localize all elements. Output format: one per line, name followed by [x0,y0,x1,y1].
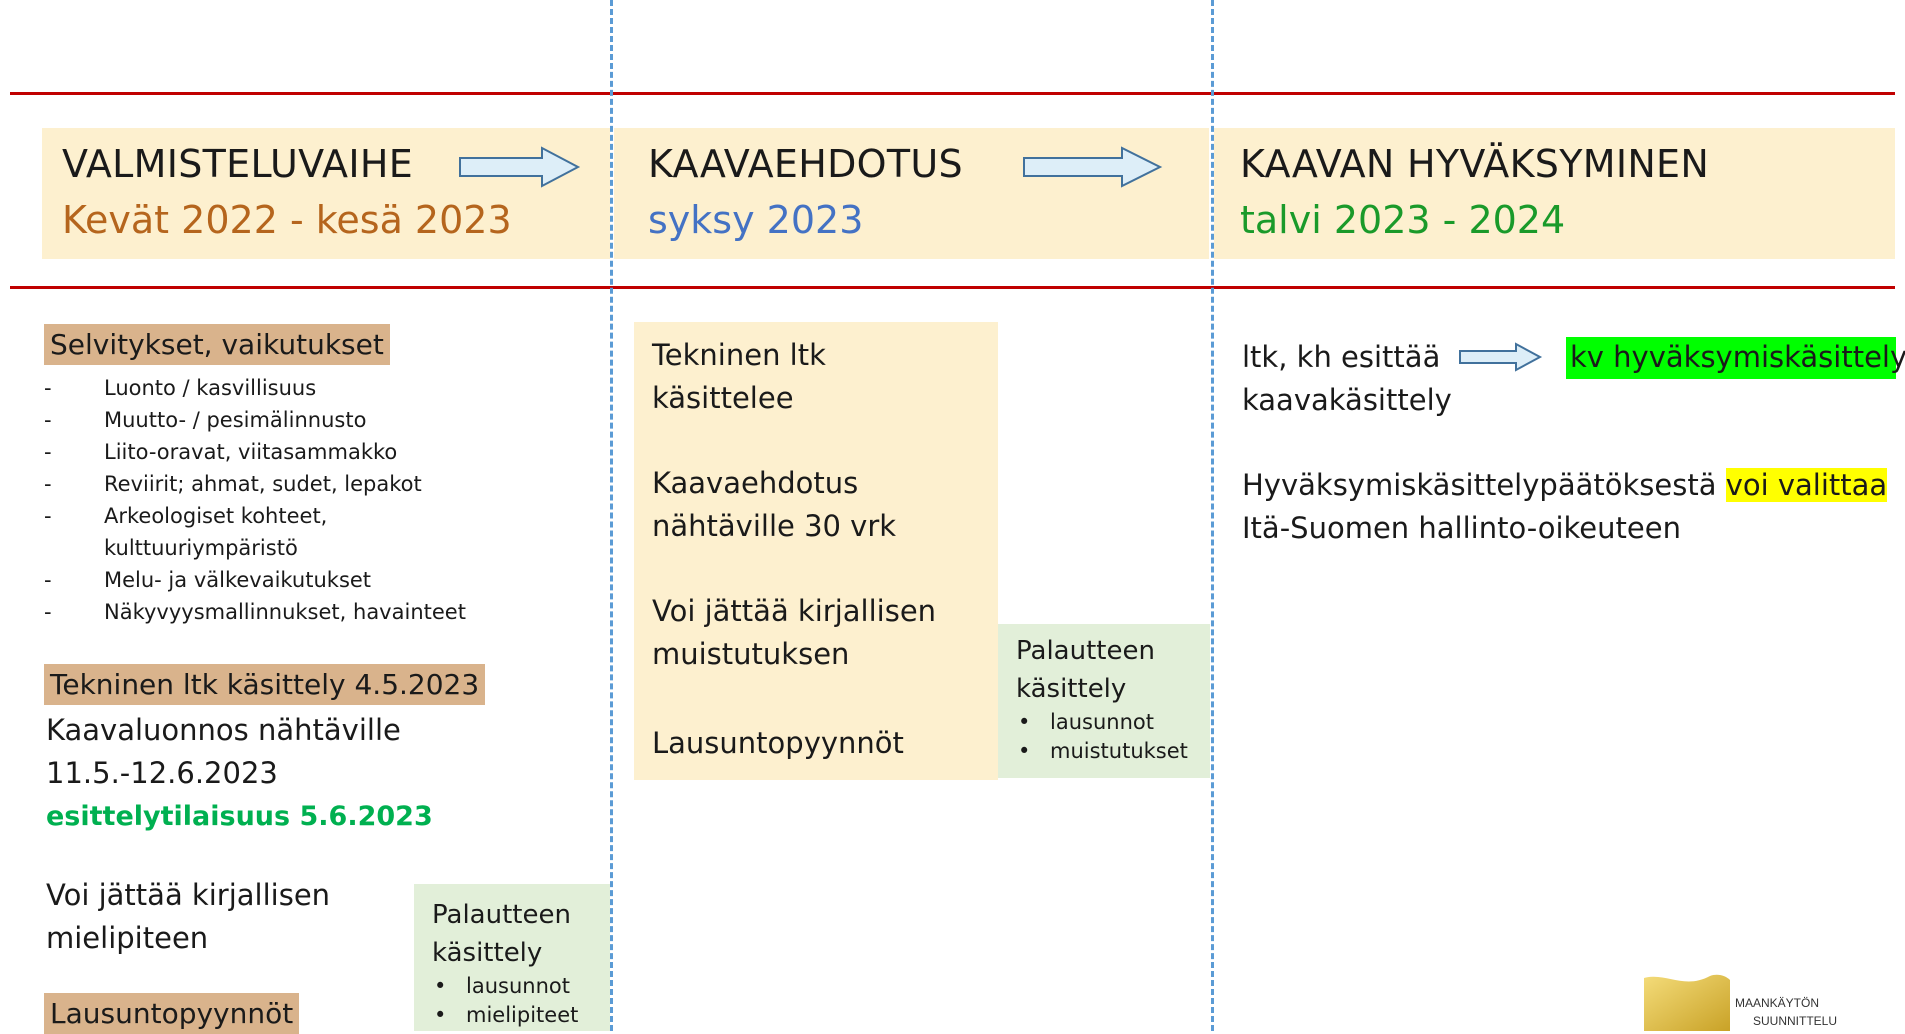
palaute-list: •lausunnot •mielipiteet [432,972,578,1030]
list-item: -Luonto / kasvillisuus [44,376,317,400]
list-item-continuation: kulttuuriympäristö [104,536,298,560]
selvitykset-list: -Luonto / kasvillisuus -Muutto- / pesimä… [44,372,466,628]
ehdotus-line: Tekninen ltk [652,338,826,372]
hallinto-oikeus: Itä-Suomen hallinto-oikeuteen [1242,511,1681,545]
phase-band-valmistelu [42,128,610,259]
list-item: •lausunnot [1018,710,1154,734]
mielipide-line-1: Voi jättää kirjallisen [46,878,331,912]
palaute-title: Palautteen [1016,636,1155,666]
mielipide-line-2: mielipiteen [46,921,209,955]
list-item: -Liito-oravat, viitasammakko [44,440,398,464]
top-red-line [10,92,1895,95]
list-item: -Muutto- / pesimälinnusto [44,408,367,432]
phase-band-hyvaksyminen [1214,128,1895,259]
palaute-title: käsittely [1016,674,1127,704]
list-item: •lausunnot [434,974,570,998]
esittelytilaisuus: esittelytilaisuus 5.6.2023 [46,801,433,832]
list-item: •mielipiteet [434,1003,579,1027]
phase-date-kaavaehdotus: syksy 2023 [648,198,864,242]
kv-hyvaksymiskasittely: kv hyväksymiskäsittely [1570,340,1905,374]
ehdotus-line: nähtäville 30 vrk [652,509,897,543]
ltk-kasittely-heading: Tekninen ltk käsittely 4.5.2023 [44,664,486,705]
phase-title-valmisteluvaihe: VALMISTELUVAIHE [62,142,414,186]
phase-title-kaavaehdotus: KAAVAEHDOTUS [648,142,963,186]
small-arrow-right-icon [1459,342,1543,372]
divider-line-2 [1211,0,1214,1031]
palaute-title: käsittely [432,938,543,968]
list-item: -Arkeologiset kohteet, [44,504,328,528]
logo-line-1: MAANKÄYTÖN [1735,996,1820,1010]
divider-line-1 [610,0,613,1031]
selvitykset-heading: Selvitykset, vaikutukset [44,324,390,365]
kaavakasittely: kaavakäsittely [1242,383,1452,417]
list-item: -Näkyvyysmallinnukset, havainteet [44,600,466,624]
list-item: -Reviirit; ahmat, sudet, lepakot [44,472,422,496]
lausuntopyynnot-heading: Lausuntopyynnöt [44,993,300,1034]
nahtavilla-line-1: Kaavaluonnos nähtäville [46,713,401,747]
logo-line-2: SUUNNITTELU [1753,1014,1838,1028]
list-item: •muistutukset [1018,739,1188,763]
kv-badge [1566,337,1896,379]
ehdotus-line: Lausuntopyynnöt [652,726,904,760]
palaute-list: •lausunnot •muistutukset [1016,708,1188,766]
palaute-title: Palautteen [432,900,571,930]
maankayton-logo-icon [1644,974,1730,1031]
ehdotus-line: muistutuksen [652,637,850,671]
nahtavilla-line-2: 11.5.-12.6.2023 [46,756,278,790]
phase-band-ehdotus [614,128,1209,259]
arrow-right-icon [459,146,581,188]
palaute-box-1: Palautteen käsittely •lausunnot •mielipi… [414,884,610,1031]
phase-date-valmisteluvaihe: Kevät 2022 - kesä 2023 [62,198,512,242]
bottom-red-line [10,286,1895,289]
phase-date-kaavan-hyvaksyminen: talvi 2023 - 2024 [1240,198,1566,242]
palaute-box-2: Palautteen käsittely •lausunnot •muistut… [998,624,1210,778]
logo-text: MAANKÄYTÖN SUUNNITTELU [1735,994,1837,1030]
list-item: -Melu- ja välkevaikutukset [44,568,372,592]
phase-title-kaavan-hyvaksyminen: KAAVAN HYVÄKSYMINEN [1240,142,1710,186]
paatos-line: Hyväksymiskäsittelypäätöksestä voi valit… [1242,468,1888,502]
ehdotus-box [634,322,998,780]
valittaa-highlight: voi valittaa [1725,468,1888,502]
ltk-esittaa: ltk, kh esittää [1242,340,1441,374]
ehdotus-line: Voi jättää kirjallisen [652,594,937,628]
arrow-right-icon [1023,146,1163,188]
ehdotus-line: Kaavaehdotus [652,466,859,500]
ehdotus-line: käsittelee [652,381,794,415]
